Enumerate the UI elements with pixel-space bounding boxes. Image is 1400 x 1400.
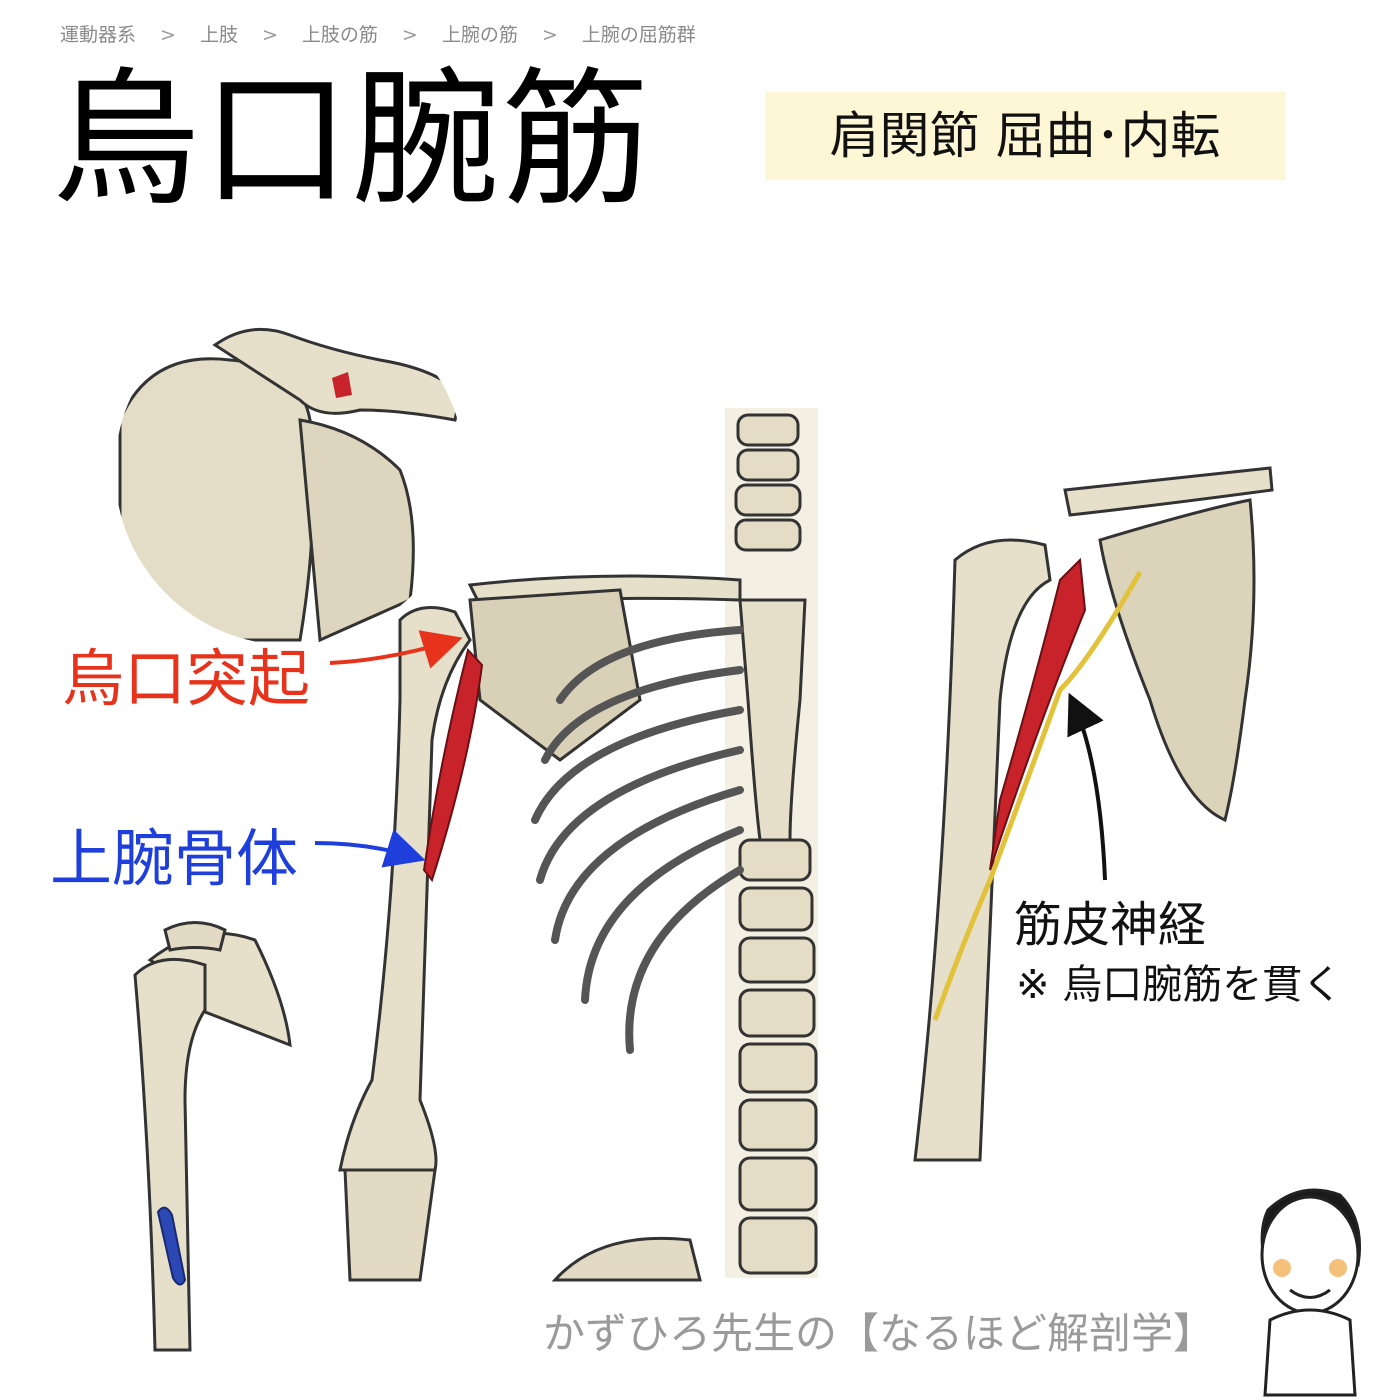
coracobrachialis-muscle-right <box>989 557 1087 871</box>
breadcrumb-item[interactable]: 上肢の筋 <box>301 24 378 46</box>
humerus-insertion-mark <box>156 1206 187 1286</box>
nerve-label: 筋皮神経 <box>1014 897 1207 953</box>
coracoid-origin-mark <box>332 372 352 398</box>
site-credit: かずひろ先生の【なるほど解剖学】 <box>543 1309 1216 1358</box>
skeleton-front-view <box>338 408 818 1282</box>
breadcrumb-separator: > <box>541 24 558 46</box>
nerve-arrow <box>1067 692 1107 881</box>
musculocutaneous-nerve <box>932 570 1143 1021</box>
breadcrumb-item[interactable]: 上肢 <box>199 24 238 46</box>
breadcrumb-item[interactable]: 上腕の屈筋群 <box>581 24 696 46</box>
breadcrumb-separator: > <box>160 24 176 46</box>
insertion-arrow <box>314 829 426 868</box>
breadcrumb-item[interactable]: 上腕の筋 <box>441 24 518 46</box>
coracobrachialis-muscle <box>422 647 484 883</box>
coracoid-closeup-inset <box>115 295 465 645</box>
origin-label: 烏口突起 <box>62 642 311 715</box>
breadcrumb-item[interactable]: 運動器系 <box>60 24 137 46</box>
breadcrumb: 運動器系 > 上肢 > 上肢の筋 > 上腕の筋 > 上腕の屈筋群 <box>60 20 696 47</box>
breadcrumb-separator: > <box>261 24 278 46</box>
page-title: 烏口腕筋 <box>52 54 652 226</box>
mascot-avatar <box>1260 1188 1362 1397</box>
insertion-label: 上腕骨体 <box>50 822 299 895</box>
nerve-note: ※ 烏口腕筋を貫く <box>1016 962 1343 1008</box>
action-badge: 肩関節 屈曲･内転 <box>765 92 1285 180</box>
shoulder-nerve-view <box>913 466 1274 1162</box>
origin-arrow <box>329 630 463 669</box>
breadcrumb-separator: > <box>401 24 418 46</box>
humerus-insertion-view <box>133 921 292 1352</box>
